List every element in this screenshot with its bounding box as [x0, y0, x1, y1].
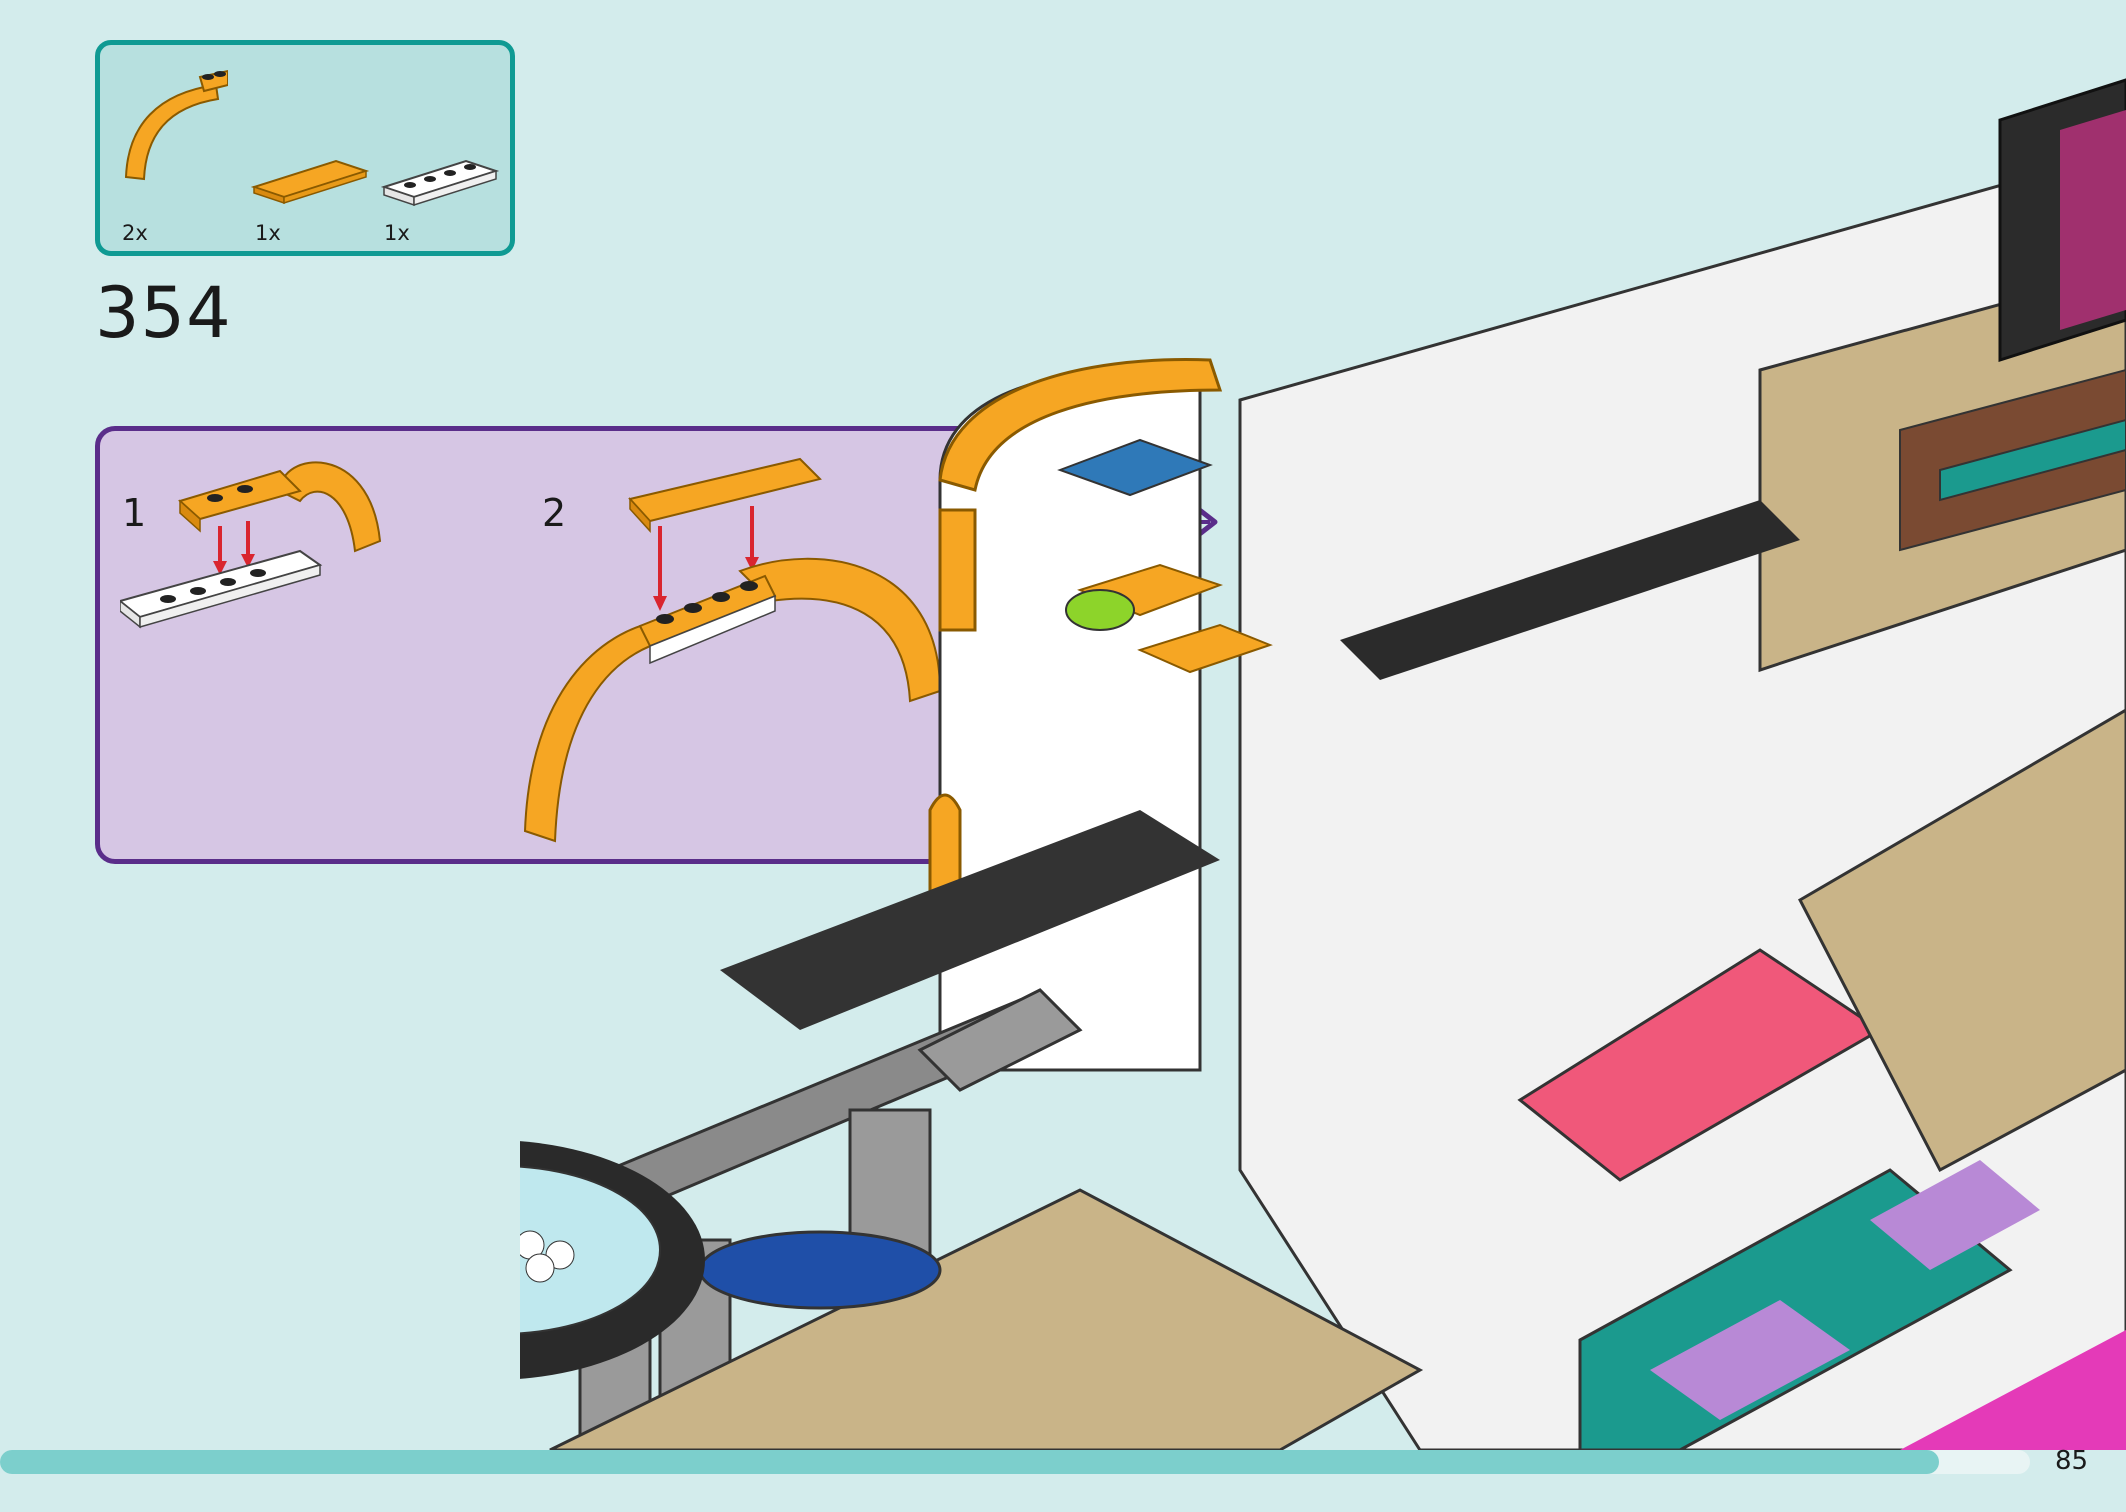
page-progress-fill — [0, 1450, 1939, 1474]
part-quantity: 1x — [384, 221, 410, 245]
substep-1-assembly-icon — [120, 461, 382, 629]
substep-label: 1 — [122, 491, 147, 535]
page-number: 85 — [2055, 1446, 2089, 1476]
part-quantity: 2x — [122, 221, 148, 245]
part-quantity: 1x — [255, 221, 281, 245]
orange-tile-1x4-icon — [250, 159, 370, 205]
page-progress-bar — [0, 1450, 2030, 1474]
parts-list-callout: 2x 1x 1x — [95, 40, 515, 256]
step-number: 354 — [95, 272, 232, 354]
orange-curved-arch-icon — [124, 69, 228, 181]
substep-2-assembly-icon — [523, 457, 942, 843]
substep-label: 2 — [542, 491, 567, 535]
white-plate-1x4-icon — [380, 159, 500, 207]
model-illustration — [520, 78, 2126, 1450]
substeps-callout: 1 2 — [95, 426, 1025, 864]
